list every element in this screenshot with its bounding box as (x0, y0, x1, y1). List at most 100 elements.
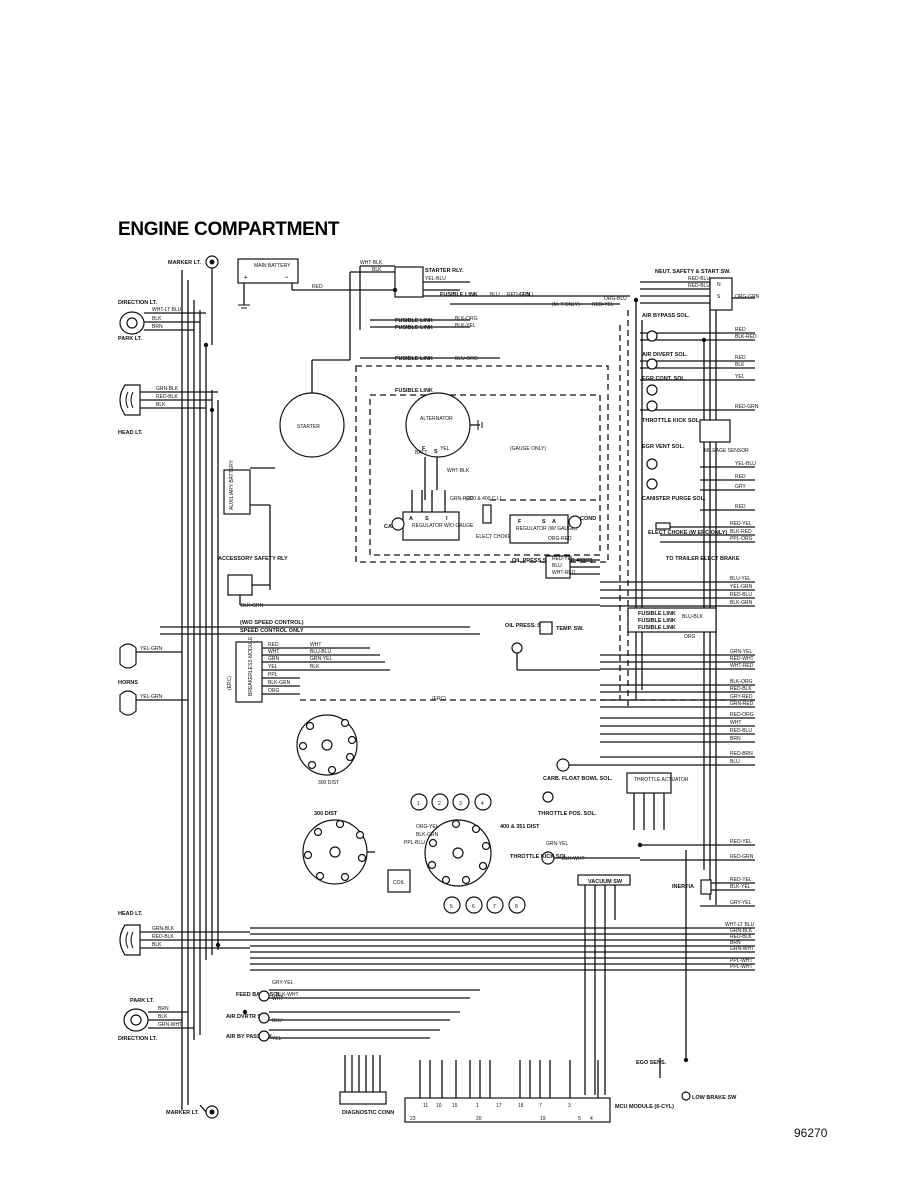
wc-l-3: GRN-BLK (156, 386, 179, 392)
wc-x-10: BLU-ORG (455, 356, 478, 362)
wc-r-17: YEL-GRN (730, 584, 753, 590)
inertia: INERTIA (672, 879, 712, 895)
fusible-links-right: FUSIBLE LINK FUSIBLE LINK FUSIBLE LINK (627, 607, 717, 633)
wc-r-37: GRY-YEL (730, 900, 752, 906)
wc-x-13: BLK-GRN (241, 603, 264, 609)
cyl-label-6: 6 (472, 904, 475, 910)
canister-purge-sol: CANISTER PURGE SOL. (642, 478, 706, 502)
wc-x-8: BLK-YEL (455, 323, 476, 329)
wc-x-20: WHT (272, 996, 283, 1002)
wc-x-11: GRN-RED (450, 496, 474, 502)
cyl-8 (508, 896, 526, 914)
sizes-label: (300 & 400 C.I.) (466, 496, 502, 502)
pin-5: 5 (578, 1116, 581, 1122)
wc-x-28: ORG-BLU (604, 296, 627, 302)
wc-m-1: WHT (268, 649, 279, 655)
wire-labels-left: WHT-LT BLU BLK BRN GRN-BLK RED-BLK BLK Y… (140, 307, 182, 1028)
marker-lt-top: MARKER LT. (168, 255, 219, 345)
fusible-link-4: FUSIBLE LINK (395, 356, 433, 362)
dist-300-top-label: 300 DIST (318, 780, 339, 786)
dist-300: 300 DIST (302, 811, 375, 885)
wc-m-9: GRN-YEL (310, 656, 332, 662)
head-lt-bottom: HEAD LT. (118, 911, 250, 956)
air-by-pass-label: AIR BY PASS SOL. (226, 1034, 275, 1040)
wc-r-28: WHT (730, 720, 741, 726)
throttle-pos-sol: THROTTLE POS. SOL. (538, 791, 597, 817)
wc-x-9: YEL (440, 446, 450, 452)
marker-lt-bottom-label: MARKER LT. (166, 1110, 199, 1116)
wc-r-14: BLK-RED (730, 529, 752, 535)
wc-x-3: RED (312, 284, 323, 290)
aux-battery-label: AUXILIARY BATTERY (229, 459, 235, 510)
cyl-label-8: 8 (515, 904, 518, 910)
vacuum-sw-label: VACUUM SW (588, 879, 623, 885)
air-divert-sol: AIR DIVERT SOL. (642, 352, 688, 370)
wc-m-8: BLU-BLU (310, 649, 332, 655)
wc-l-9: RED-BLK (152, 934, 174, 940)
pin-3: 3 (568, 1103, 571, 1109)
egr-cont-sol: EGR CONT. SOL. (642, 376, 687, 396)
alt-term-s: S (434, 449, 438, 455)
wc-r-18: RED-BLU (730, 592, 752, 598)
wc-r-35: RED-YEL (730, 877, 752, 883)
wc-r-44: PPL-WHT (730, 964, 753, 970)
wc-r-8: RED-GRN (735, 404, 759, 410)
pin-15: 15 (452, 1103, 458, 1109)
dist-400-351: 400 & 351 DIST (424, 819, 540, 887)
direction-lt-label: DIRECTION LT. (118, 300, 157, 306)
wc-r-1: RED-BLU (688, 283, 710, 289)
wc-l-8: GRN-BLK (152, 926, 175, 932)
pin-17: 17 (496, 1103, 502, 1109)
auxiliary-battery: AUXILIARY BATTERY (223, 459, 275, 590)
wc-l-1: BLK (152, 316, 162, 322)
wc-x-30: BLK-WHT (276, 992, 299, 998)
fusible-link-2: FUSIBLE LINK (395, 318, 433, 324)
fusible-link-1: FUSIBLE LINK (440, 292, 478, 298)
coil: COIL (387, 869, 411, 893)
wc-l-2: BRN (152, 324, 163, 330)
oil-press-label: OIL PRESS. SW. (505, 623, 548, 629)
main-battery: MAIN BATTERY + − (237, 258, 395, 309)
wc-l-4: RED-BLK (156, 394, 178, 400)
reg2-term-f: F (518, 519, 522, 525)
neutral-safety-switch: NEUT. SAFETY & START SW. N S (640, 269, 755, 311)
regulator-wo-label: REGULATOR W/O GAUGE (412, 523, 474, 529)
starter-label: STARTER (297, 424, 320, 430)
reg-term-s: S (425, 516, 429, 522)
starter-relay: STARTER RLY. (349, 265, 630, 360)
cyl-label-1: 1 (417, 801, 420, 807)
wc-m-4: PPL (268, 672, 278, 678)
cyl-5 (443, 896, 461, 914)
reg2-term-s: S (542, 519, 546, 525)
cap-label: CAP (384, 524, 396, 530)
wc-r-2: ORG-GRN (735, 294, 760, 300)
wc-r-23: BLK-ORG (730, 679, 753, 685)
wc-r-25: GRY-RED (730, 694, 753, 700)
wc-x-22: YEL (272, 1036, 282, 1042)
page-title: ENGINE COMPARTMENT (118, 219, 340, 240)
wire-labels-right: RED-BLU RED-BLU ORG-GRN RED BLK-RED RED … (688, 276, 760, 970)
dist-400-label: 400 & 351 DIST (500, 824, 540, 830)
cyl-label-7: 7 (493, 904, 496, 910)
wc-r-39: GRN-BLK (730, 928, 753, 934)
fusible-link-5: FUSIBLE LINK (395, 388, 433, 394)
wc-r-15: PPL-ORG (730, 536, 753, 542)
wc-r-20: GRN-YEL (730, 649, 752, 655)
throttle-kick-top-label: THROTTLE KICK SOL. (642, 418, 701, 424)
park-lt-label: PARK LT. (118, 336, 142, 342)
cyl-label-2: 2 (438, 801, 441, 807)
wc-r-41: BRN (730, 940, 741, 946)
wc-l-6: YEL-GRN (140, 646, 163, 652)
direction-lt-bottom-label: DIRECTION LT. (118, 1036, 157, 1042)
cyl-label-4: 4 (481, 801, 484, 807)
wc-r-31: RED-BRN (730, 751, 753, 757)
cyl-6 (465, 896, 483, 914)
horns: HORNS (118, 643, 188, 716)
fusible-link-r3: FUSIBLE LINK (638, 625, 676, 631)
marker-lt-bottom: MARKER LT. (166, 1104, 219, 1119)
head-lt-top: HEAD LT. (118, 384, 218, 436)
throttle-kick-sol-top: THROTTLE KICK SOL. (642, 400, 701, 424)
coil-label: COIL (393, 880, 405, 886)
alt-term-f: F (422, 446, 426, 452)
